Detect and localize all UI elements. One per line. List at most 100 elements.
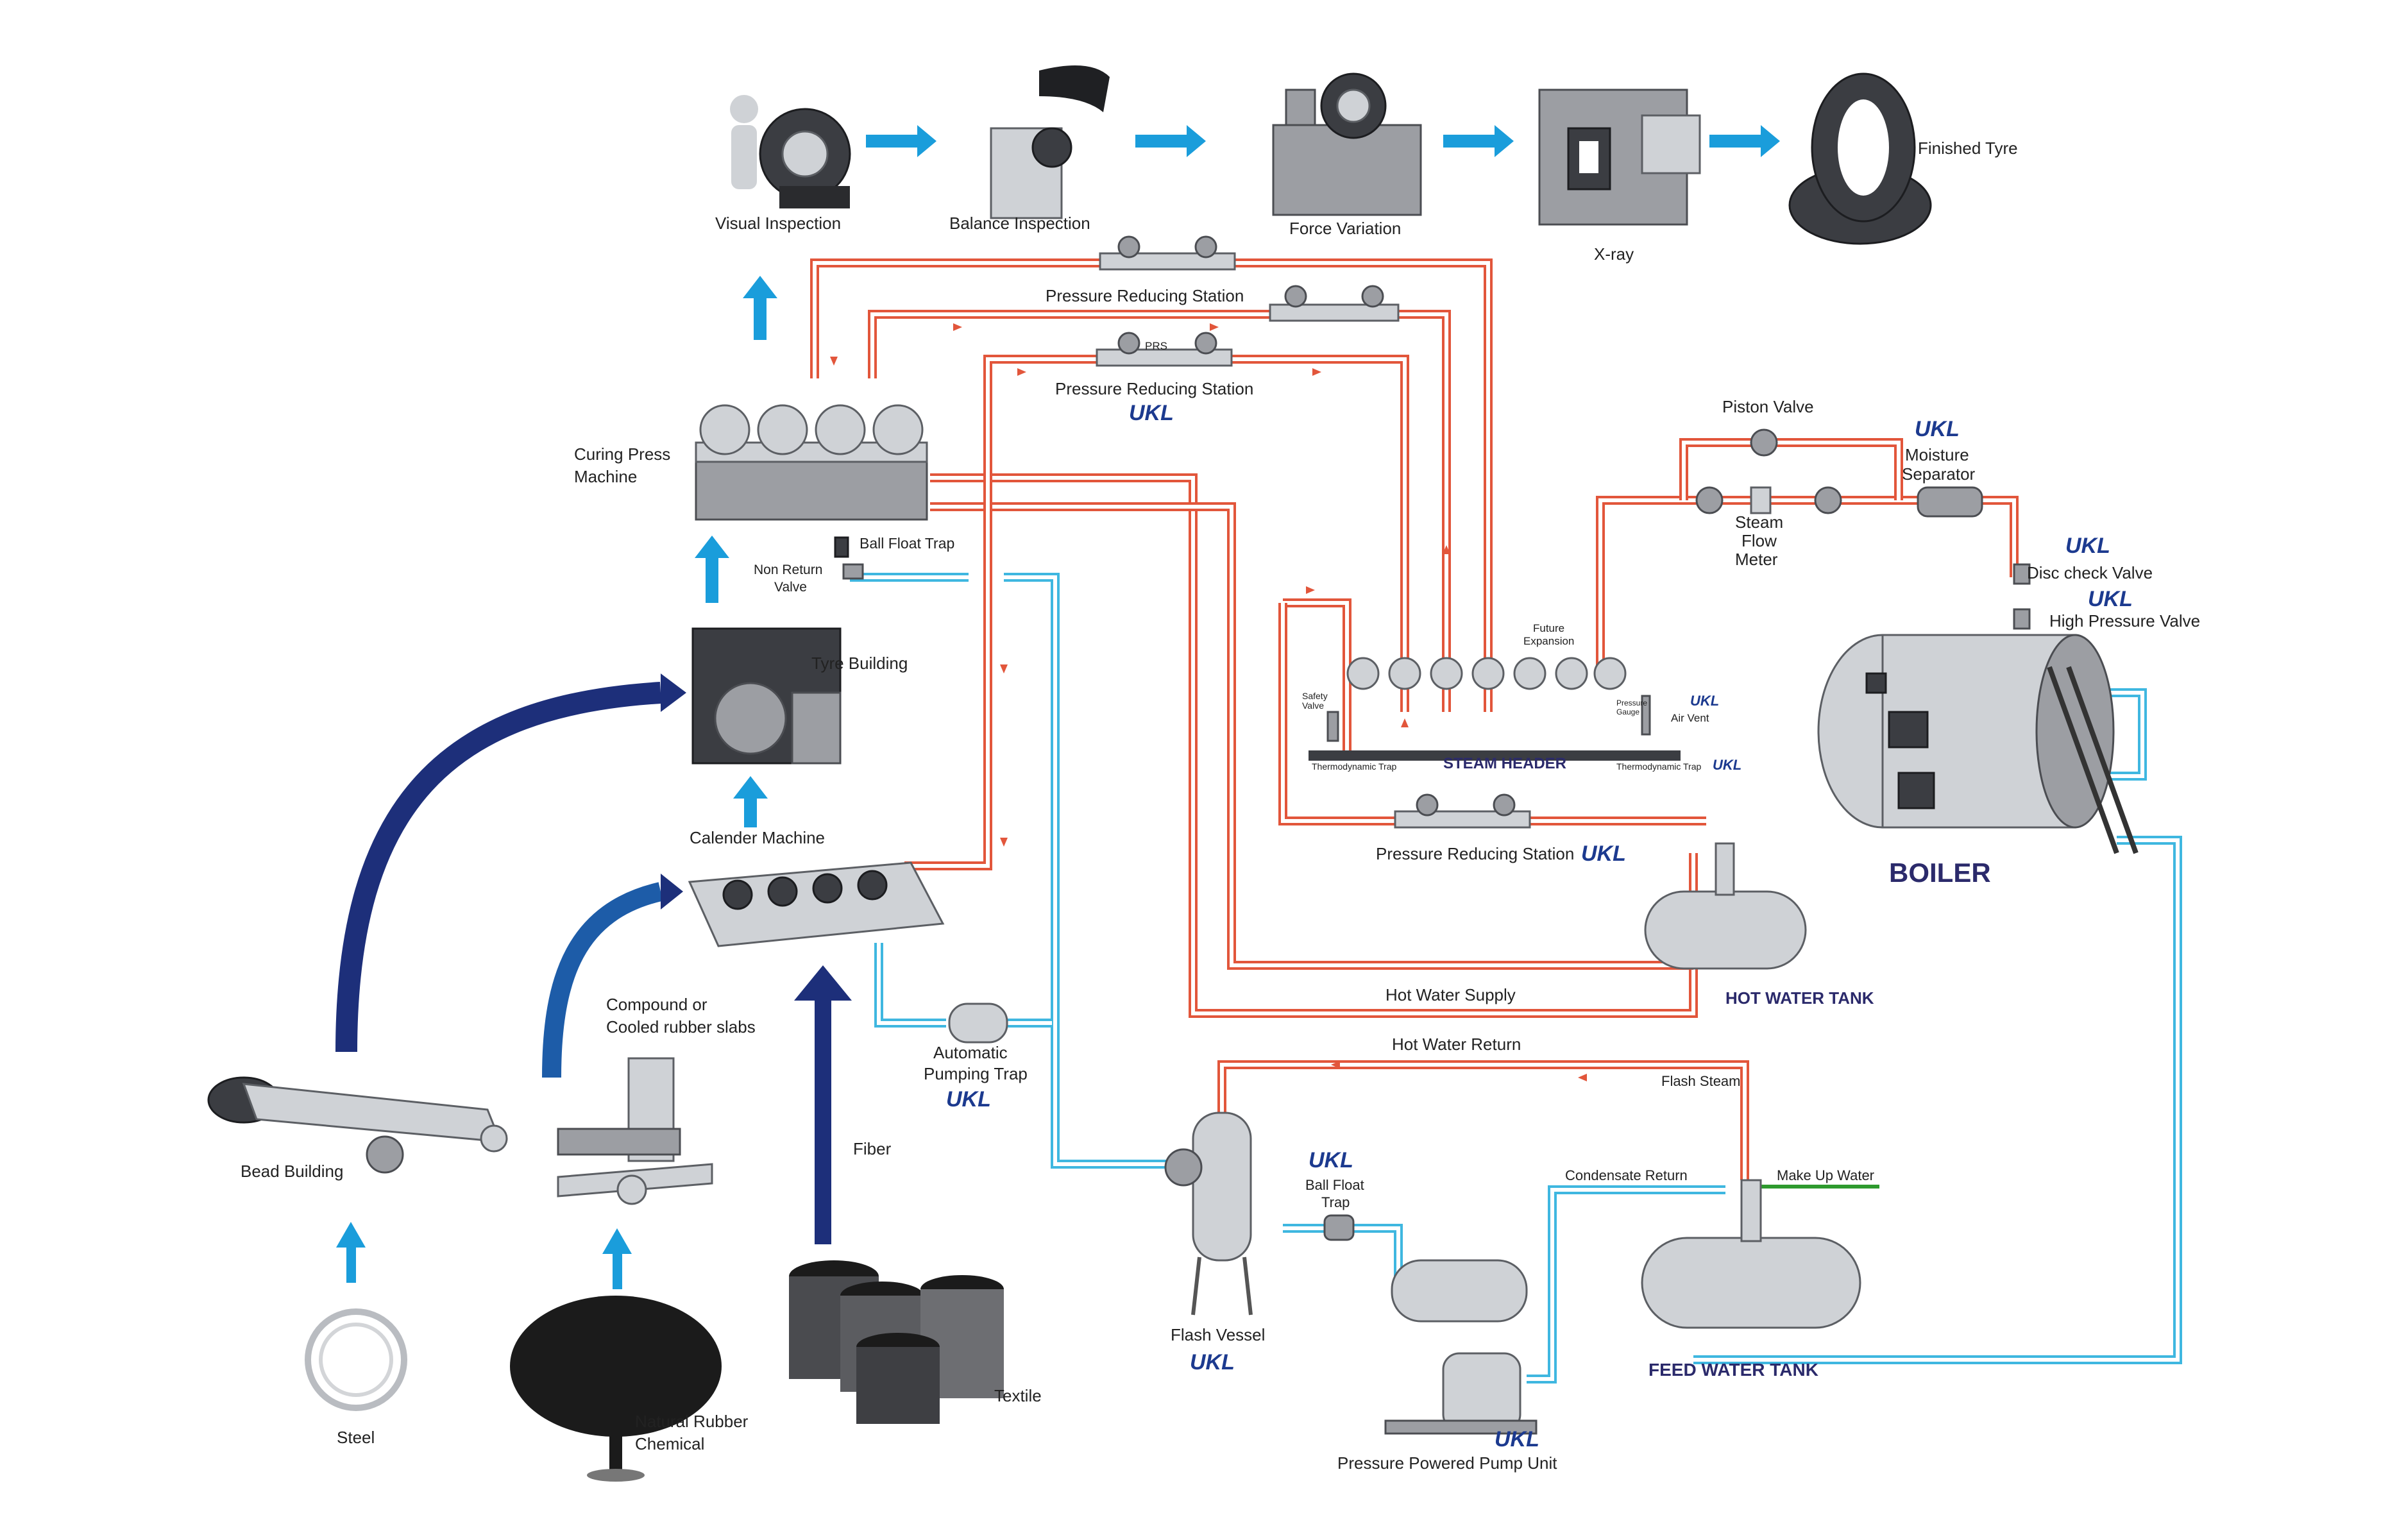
label-hot-water-return: Hot Water Return: [1392, 1035, 1521, 1054]
label-future-1: Future: [1533, 622, 1564, 634]
label-meter-2: Flow: [1741, 531, 1777, 550]
label-hot-water-supply: Hot Water Supply: [1385, 985, 1516, 1004]
label-compound-2: Cooled rubber slabs: [606, 1017, 756, 1037]
label-finished-tyre: Finished Tyre: [1918, 139, 2018, 158]
label-make-up-water: Make Up Water: [1777, 1167, 1874, 1183]
label-bft-bottom-2: Trap: [1321, 1194, 1350, 1210]
flash-vessel-icon: [1164, 1112, 1253, 1316]
ukl-logo-moisture: UKL: [1915, 417, 1960, 441]
label-meter-1: Steam: [1735, 512, 1783, 532]
label-compound-1: Compound or: [606, 995, 707, 1014]
ukl-logo-ppu: UKL: [1495, 1427, 1539, 1451]
compound-machine-icon: [557, 1057, 713, 1205]
label-air-vent: Air Vent: [1671, 712, 1709, 724]
label-natural-rubber-2: Chemical: [635, 1434, 704, 1453]
bead-building-icon: [207, 1076, 508, 1174]
label-balance-inspection: Balance Inspection: [949, 214, 1090, 233]
label-prs-bottom: Pressure Reducing Station: [1376, 844, 1574, 863]
prs-mid-icon: [1269, 285, 1400, 322]
label-apt-1: Automatic: [933, 1043, 1008, 1062]
label-curing-press-2: Machine: [574, 467, 637, 486]
curved-material-arrows: [335, 673, 852, 1244]
label-curing-press-1: Curing Press: [574, 444, 670, 464]
label-td-trap-right: Thermodynamic Trap: [1616, 761, 1701, 772]
hot-water-tank-icon: [1644, 842, 1807, 970]
label-ball-float-trap-top: Ball Float Trap: [860, 535, 954, 552]
label-feed-water-tank: FEED WATER TANK: [1648, 1360, 1818, 1380]
process-flow-arrows: [336, 125, 1780, 1289]
steam-labels: Pressure Reducing Station PRS Pressure R…: [754, 286, 2200, 1473]
label-textile: Textile: [994, 1386, 1042, 1405]
label-nrv-2: Valve: [774, 580, 807, 595]
label-future-2: Expansion: [1523, 635, 1574, 647]
ukl-logo-flash: UKL: [1190, 1350, 1235, 1375]
label-disc-check: Disc check Valve: [2027, 563, 2153, 582]
label-fiber: Fiber: [853, 1139, 892, 1158]
label-visual-inspection: Visual Inspection: [715, 214, 841, 233]
label-apt-2: Pumping Trap: [924, 1064, 1028, 1083]
ukl-logo-prs: UKL: [1129, 401, 1174, 425]
ukl-logo-apt: UKL: [946, 1087, 991, 1112]
curing-press-icon: [695, 404, 928, 521]
label-moisture-2: Separator: [1902, 464, 1976, 484]
label-ppu: Pressure Powered Pump Unit: [1337, 1453, 1557, 1473]
label-calender-machine: Calender Machine: [690, 828, 825, 847]
force-variation-icon: [1272, 72, 1422, 216]
label-flash-vessel: Flash Vessel: [1171, 1325, 1265, 1344]
label-hot-water-tank: HOT WATER TANK: [1725, 988, 1874, 1008]
label-xray: X-ray: [1594, 244, 1634, 264]
calender-machine-icon: [688, 861, 945, 947]
label-nrv-1: Non Return: [754, 563, 822, 577]
label-pgauge-1: Pressure: [1616, 698, 1647, 707]
ukl-logo-bft: UKL: [1309, 1148, 1353, 1172]
pressure-powered-pump-icon: [1384, 1259, 1538, 1435]
label-boiler: BOILER: [1889, 858, 1991, 888]
label-pgauge-2: Gauge: [1616, 707, 1639, 716]
finished-tyre-icon: [1788, 72, 1932, 245]
rubber-tree-icon: [510, 1296, 722, 1482]
steam-header: [1309, 657, 1681, 761]
label-flash-steam: Flash Steam: [1661, 1073, 1741, 1089]
steam-line-valves: [1695, 428, 2031, 630]
label-safety-1: Safety: [1302, 691, 1328, 701]
water-lines: [850, 573, 2182, 1383]
label-condensate-return: Condensate Return: [1565, 1167, 1688, 1183]
label-prs-low: Pressure Reducing Station: [1055, 379, 1253, 398]
ukl-logo-hpv: UKL: [2088, 587, 2133, 611]
boiler-icon: [1817, 634, 2139, 854]
label-steel: Steel: [337, 1428, 375, 1447]
label-moisture-1: Moisture: [1905, 445, 1969, 464]
stage-labels: Visual Inspection Balance Inspection For…: [241, 139, 2018, 1453]
ball-float-trap-bottom-icon: [1323, 1214, 1355, 1241]
steel-coil-icon: [305, 1308, 407, 1411]
ukl-logo-disc: UKL: [2065, 534, 2110, 558]
label-hpv: High Pressure Valve: [2049, 611, 2200, 630]
xray-icon: [1538, 89, 1701, 226]
label-bft-bottom-1: Ball Float: [1305, 1177, 1364, 1193]
label-force-variation: Force Variation: [1289, 219, 1401, 238]
label-piston-valve: Piston Valve: [1722, 397, 1814, 416]
visual-inspection-icon: [730, 95, 851, 208]
prs-low-icon: [1096, 332, 1233, 367]
label-safety-2: Valve: [1302, 700, 1324, 711]
ukl-logo-air-vent: UKL: [1690, 693, 1719, 709]
tyre-building-icon: [691, 627, 842, 765]
ball-float-trap-top-icon: [834, 536, 864, 580]
feed-water-tank-icon: [1641, 1179, 1861, 1329]
label-tyre-building: Tyre Building: [811, 654, 908, 673]
steam-flow-markers: [830, 323, 1587, 1081]
label-steam-header: STEAM HEADER: [1443, 755, 1566, 772]
prs-bottom-icon: [1394, 793, 1531, 829]
label-meter-3: Meter: [1735, 550, 1778, 569]
label-bead-building: Bead Building: [241, 1162, 343, 1181]
balance-inspection-icon: [990, 65, 1110, 219]
ukl-logo-prs-bottom: UKL: [1581, 842, 1626, 866]
label-prs-top: Pressure Reducing Station: [1046, 286, 1244, 305]
automatic-pumping-trap-icon: [948, 1003, 1008, 1044]
ukl-logo-td-trap: UKL: [1713, 757, 1741, 773]
textile-drums-icon: [789, 1260, 1004, 1424]
prs-top-icon: [1099, 235, 1236, 271]
label-natural-rubber-1: Natural Rubber: [635, 1412, 749, 1431]
label-td-trap-left: Thermodynamic Trap: [1312, 761, 1396, 772]
